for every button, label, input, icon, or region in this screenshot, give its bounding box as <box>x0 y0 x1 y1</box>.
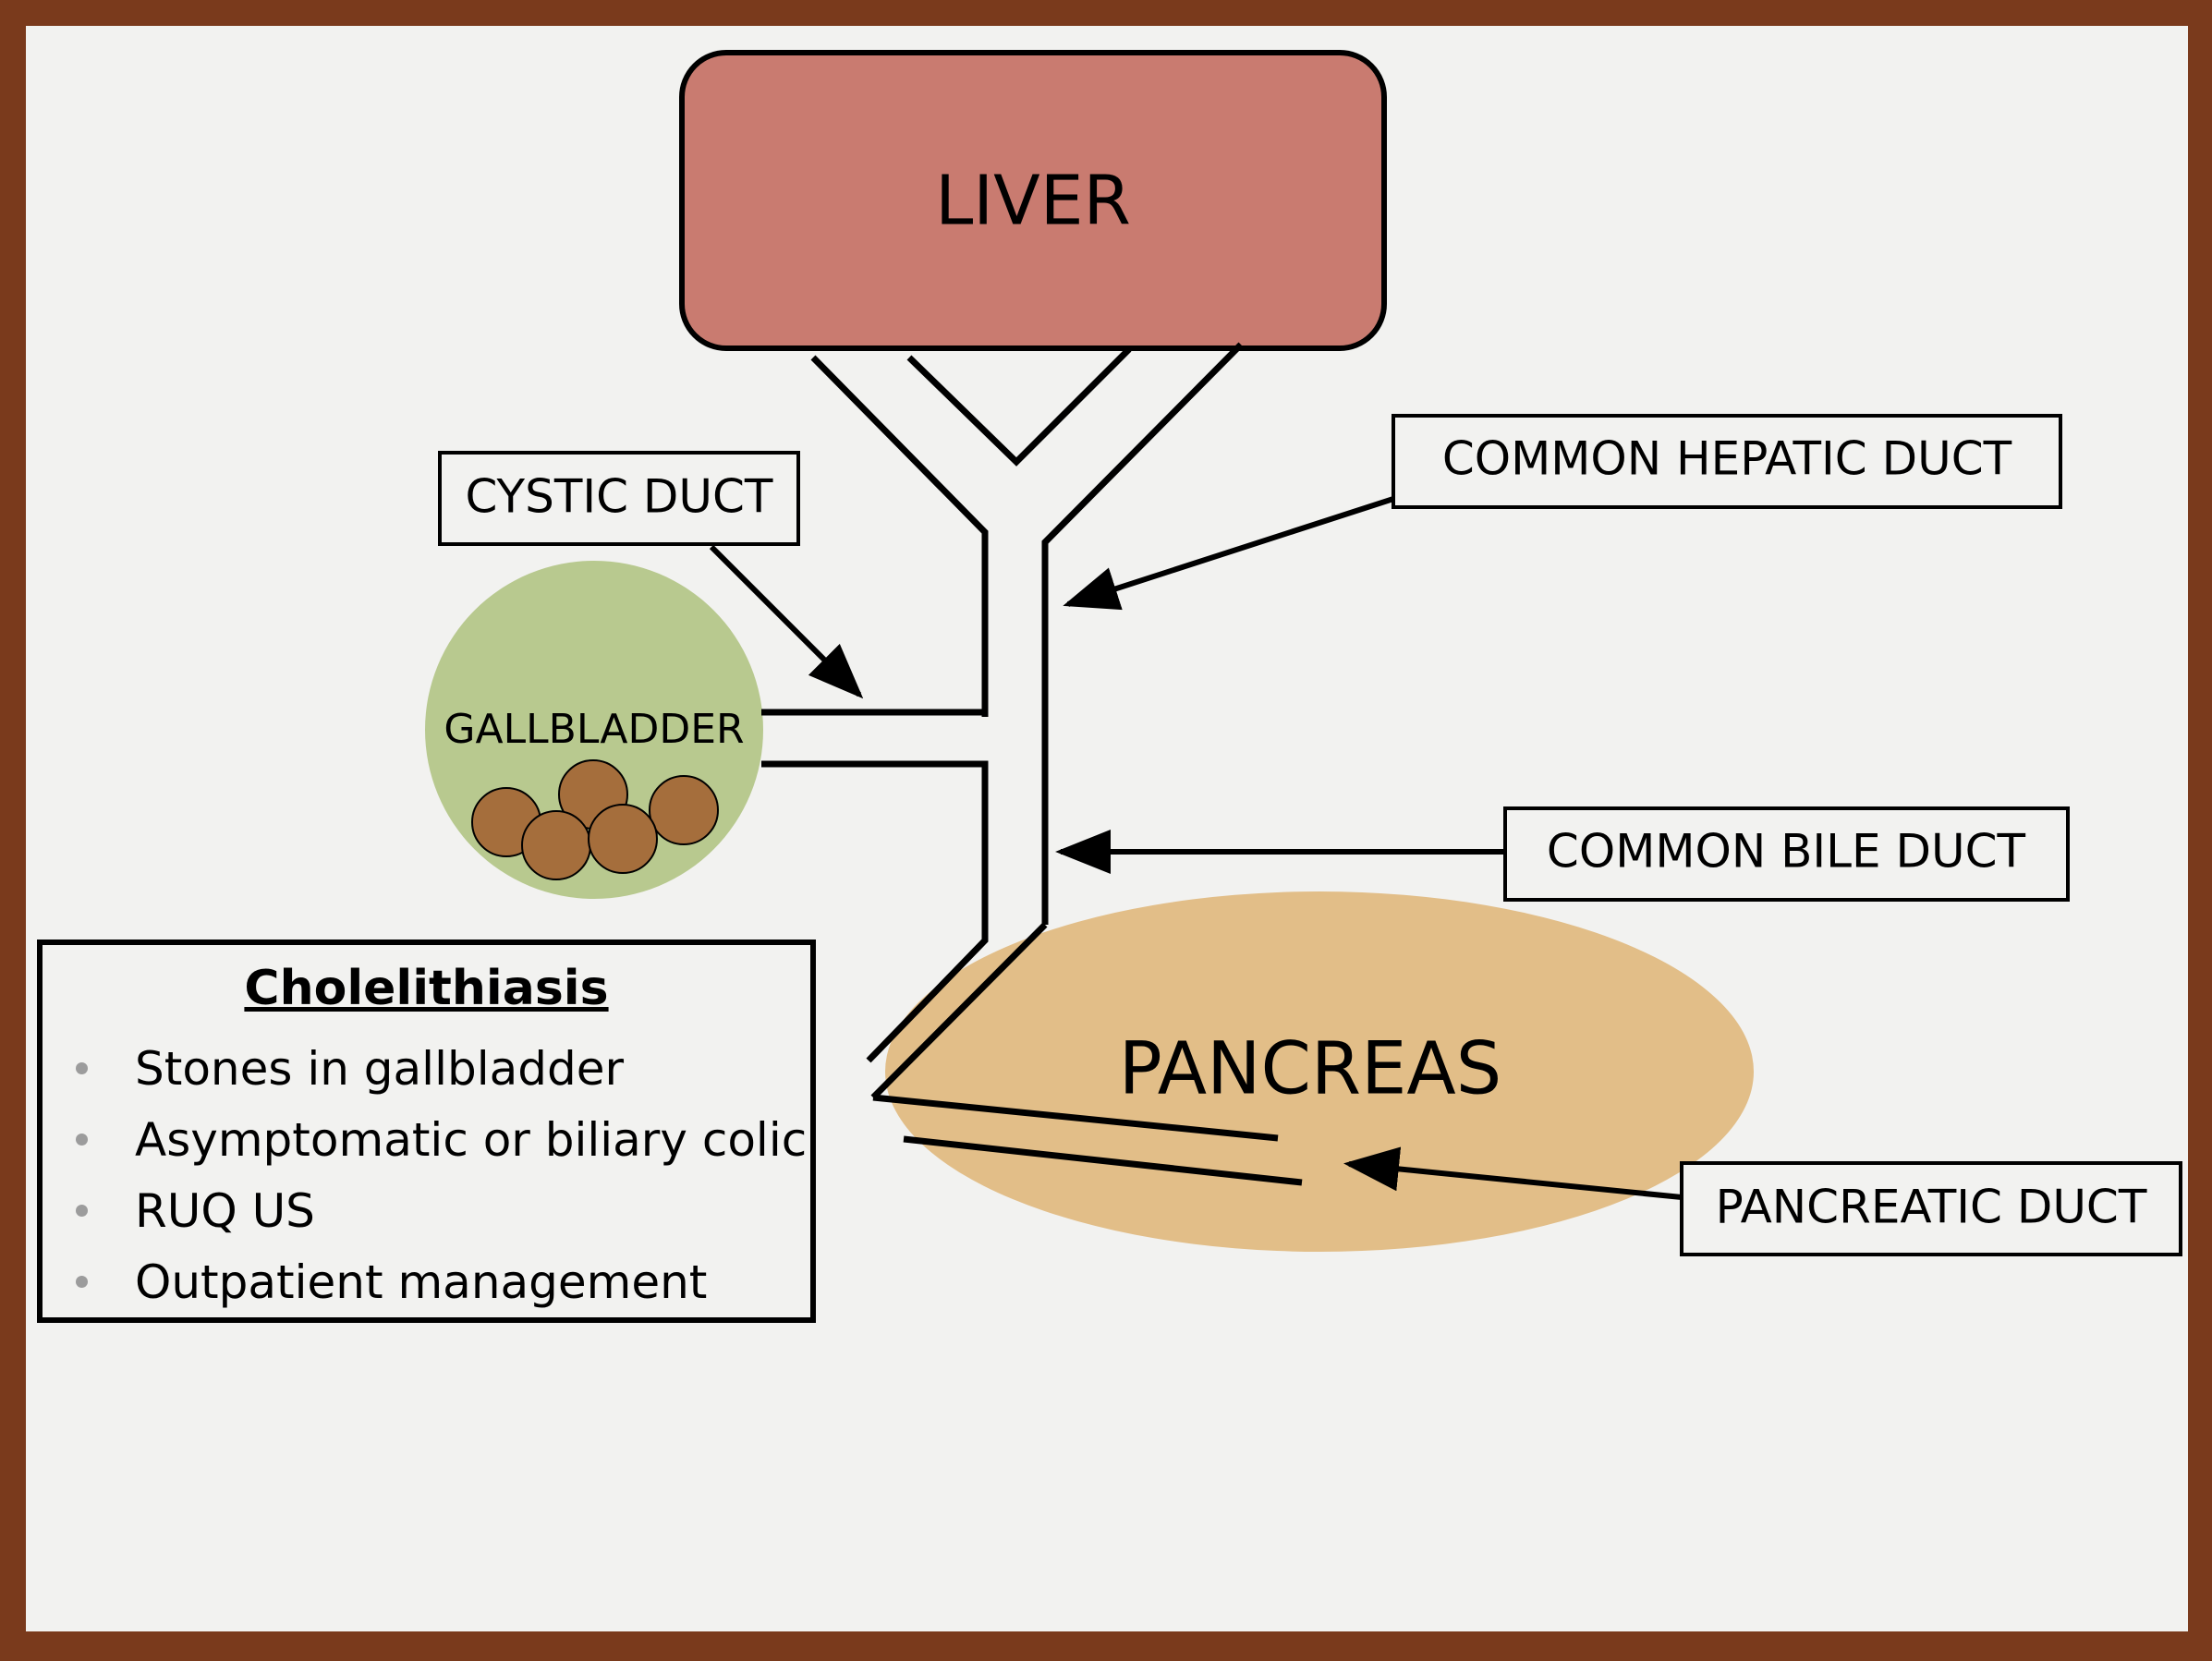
common-hepatic-duct-label: COMMON HEPATIC DUCT <box>1442 432 2012 486</box>
list-item: Stones in gallbladder <box>65 1034 788 1105</box>
bullet-icon <box>76 1061 88 1074</box>
pancreatic-duct-label: PANCREATIC DUCT <box>1716 1181 2147 1234</box>
cholelithiasis-legend: Cholelithiasis Stones in gallbladder Asy… <box>37 940 816 1323</box>
pancreatic-duct-upper <box>872 1094 1279 1142</box>
liver-label: LIVER <box>935 162 1131 241</box>
gallstone <box>649 775 719 845</box>
cystic-duct-label-box <box>438 451 800 546</box>
legend-item-text: Outpatient management <box>135 1255 708 1309</box>
list-item: Asymptomatic or biliary colic <box>65 1105 807 1176</box>
bullet-icon <box>76 1133 88 1146</box>
cystic-duct-lower <box>761 760 989 1063</box>
list-item: RUQ US <box>65 1176 788 1247</box>
hepatic-duct-right-outer <box>1041 342 1244 925</box>
gallbladder-label: GALLBLADDER <box>444 706 744 753</box>
gallstone <box>521 810 591 880</box>
pancreatic-duct-lower <box>903 1135 1303 1186</box>
bullet-icon <box>76 1275 88 1288</box>
common-bile-duct-label-box <box>1503 806 2070 902</box>
legend-title: Cholelithiasis <box>244 961 609 1016</box>
duct-system <box>761 342 1303 1186</box>
cystic-duct-arrow <box>709 544 864 699</box>
common-bile-duct-label: COMMON BILE DUCT <box>1547 825 2026 879</box>
bile-duct-lower-right <box>870 922 1048 1100</box>
legend-item-text: Stones in gallbladder <box>135 1041 625 1096</box>
hepatic-duct-inner-v <box>906 346 1132 467</box>
list-item: Outpatient management <box>65 1247 788 1318</box>
legend-list: Stones in gallbladder Asymptomatic or bi… <box>65 1034 807 1318</box>
pancreas-label: PANCREAS <box>1119 1027 1502 1110</box>
legend-item-text: Asymptomatic or biliary colic <box>135 1112 808 1167</box>
common-hepatic-duct-label-box <box>1392 414 2062 509</box>
pointer-arrows <box>709 496 1683 1200</box>
gallstone <box>588 804 658 874</box>
pancreatic-duct-arrow <box>1343 1146 1683 1200</box>
hepatic-duct-left-outer <box>810 355 989 717</box>
legend-item-text: RUQ US <box>135 1183 315 1238</box>
gallstones <box>471 759 719 880</box>
cystic-duct-label: CYSTIC DUCT <box>466 470 773 524</box>
pancreatic-duct-label-box <box>1680 1161 2182 1256</box>
bullet-icon <box>76 1204 88 1217</box>
common-hepatic-duct-arrow <box>1063 496 1394 611</box>
liver-shape <box>679 50 1387 351</box>
